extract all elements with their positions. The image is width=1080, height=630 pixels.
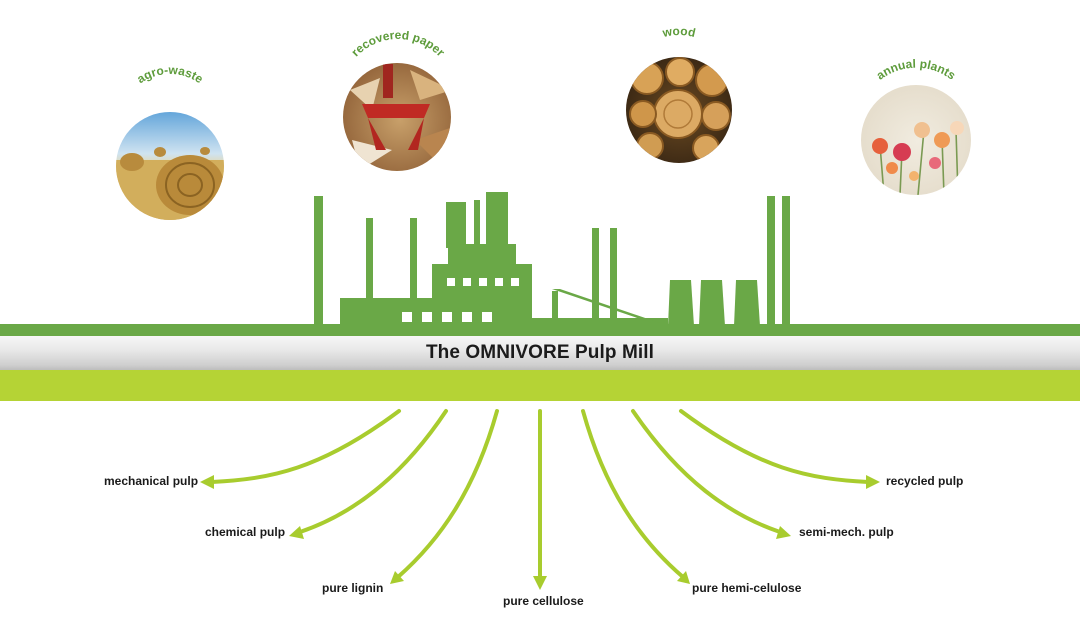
arrowhead-pure-lignin: [390, 571, 404, 584]
wood-photo: [626, 57, 732, 163]
input-label-annual-plants: annual plants: [874, 57, 959, 83]
arrowhead-semi-mech-pulp: [776, 526, 791, 539]
arrow-mechanical-pulp: [210, 409, 401, 484]
output-label-chemical-pulp: chemical pulp: [205, 525, 286, 539]
arrowhead-pure-hemi-celulose: [677, 571, 690, 584]
annual-plants-photo: [861, 85, 971, 195]
agro-waste-photo: [116, 112, 224, 220]
output-label-pure-hemi-celulose: pure hemi-celulose: [692, 581, 802, 595]
output-label-recycled-pulp: recycled pulp: [886, 474, 964, 488]
input-label-wood: wood: [660, 24, 697, 40]
arrowhead-mechanical-pulp: [200, 475, 214, 489]
arrow-pure-hemi-celulose: [581, 409, 685, 579]
lime-band: [0, 370, 1080, 401]
arrowhead-recycled-pulp: [866, 475, 880, 489]
arrow-chemical-pulp: [298, 409, 448, 534]
recovered-paper-photo: [343, 63, 451, 171]
factory-silhouette: [0, 192, 1080, 336]
input-label-recovered-paper: recovered paper: [348, 28, 447, 60]
input-label-agro-waste: agro-waste: [134, 63, 206, 87]
output-label-semi-mech-pulp: semi-mech. pulp: [799, 525, 894, 539]
diagram-title: The OMNIVORE Pulp Mill: [425, 342, 655, 363]
arrowhead-chemical-pulp: [289, 526, 304, 539]
output-arrows: [210, 409, 870, 582]
arrow-recycled-pulp: [679, 409, 870, 484]
output-label-pure-cellulose: pure cellulose: [503, 594, 584, 608]
arrow-pure-lignin: [396, 409, 499, 579]
output-label-pure-lignin: pure lignin: [322, 581, 384, 595]
arrow-heads: [200, 475, 880, 590]
title-band: [0, 336, 1080, 370]
arrow-semi-mech-pulp: [631, 409, 782, 534]
arrowhead-pure-cellulose: [533, 576, 547, 590]
factory-windows: [402, 278, 519, 322]
output-label-mechanical-pulp: mechanical pulp: [104, 474, 199, 488]
